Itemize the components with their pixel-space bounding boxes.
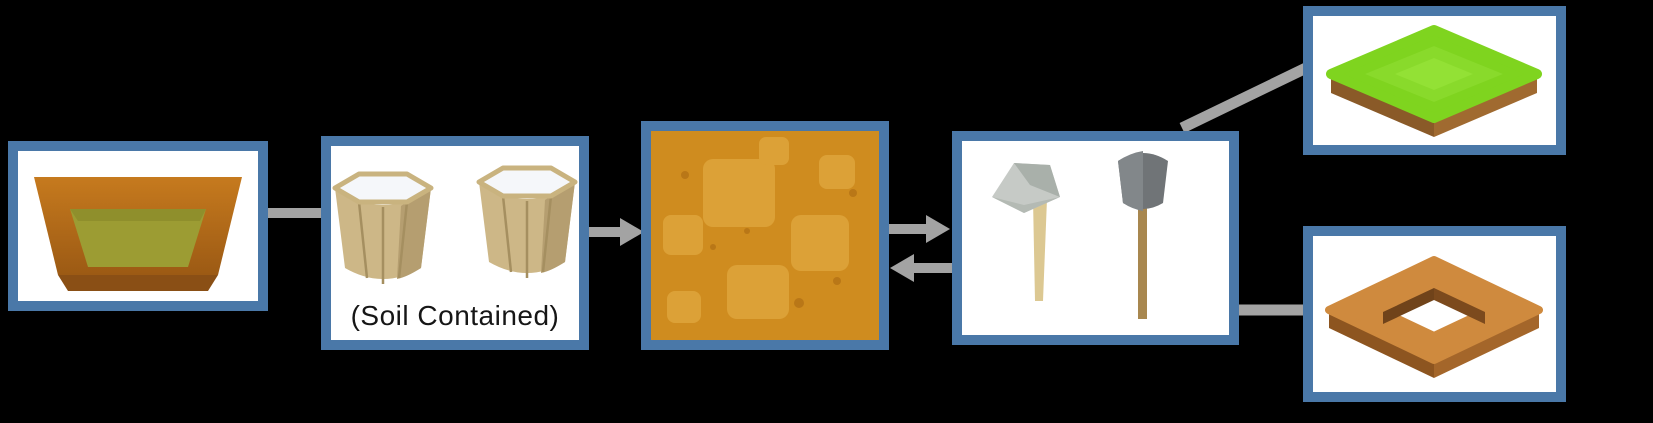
dug-ground-pit-image <box>34 177 242 291</box>
node-soil-buckets: (Soil Contained) <box>321 136 589 350</box>
node-soil-block <box>641 121 889 350</box>
pickaxe-image <box>992 163 1060 301</box>
connector-soil-block-to-tools <box>880 215 950 243</box>
grass-tile-image <box>1326 25 1542 137</box>
connector-tools-to-grass-tile <box>1179 63 1309 133</box>
node-tools <box>952 131 1239 345</box>
node-ring-tile <box>1303 226 1566 402</box>
node-grass-tile <box>1303 6 1566 155</box>
bucket-right <box>476 165 578 278</box>
soil-texture-image <box>651 131 879 340</box>
connector-soil-buckets-to-soil-block <box>584 218 644 246</box>
soil-contained-caption: (Soil Contained) <box>350 300 560 331</box>
hollow-ring-tile-image <box>1325 256 1543 378</box>
node-dug-ground <box>8 141 268 311</box>
shovel-image <box>1118 151 1168 319</box>
pickaxe-and-shovel-image <box>992 151 1168 319</box>
wooden-soil-buckets-image <box>332 165 578 284</box>
connector-tools-to-soil-block <box>890 254 958 282</box>
bucket-left <box>332 171 434 284</box>
